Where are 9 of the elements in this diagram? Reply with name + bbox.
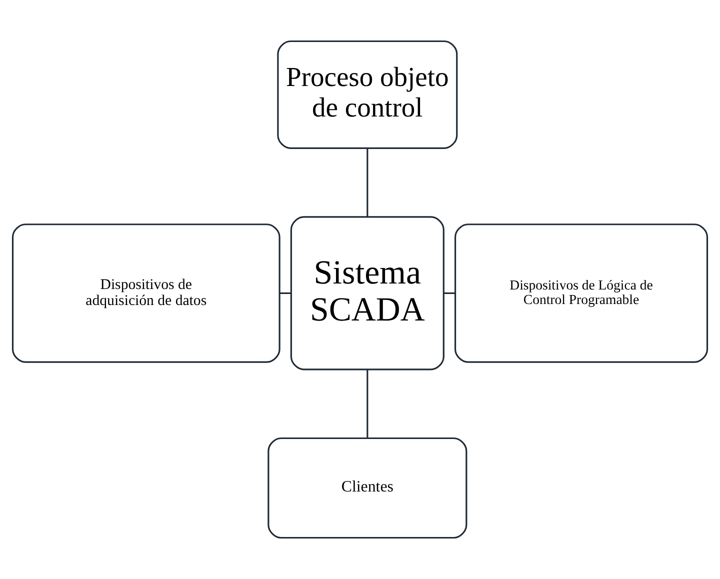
node-box: Dispositivos de Lógica de Control Programable bbox=[454, 224, 708, 363]
connector bbox=[280, 292, 291, 294]
node-box: Proceso objeto de control bbox=[277, 40, 458, 149]
connector bbox=[444, 292, 456, 294]
connector bbox=[366, 370, 368, 438]
node-box: Sistema SCADA bbox=[290, 216, 444, 370]
node-box: Clientes bbox=[268, 437, 468, 539]
connector bbox=[366, 148, 368, 217]
node-box: Dispositivos de adquisición de datos bbox=[12, 224, 280, 363]
